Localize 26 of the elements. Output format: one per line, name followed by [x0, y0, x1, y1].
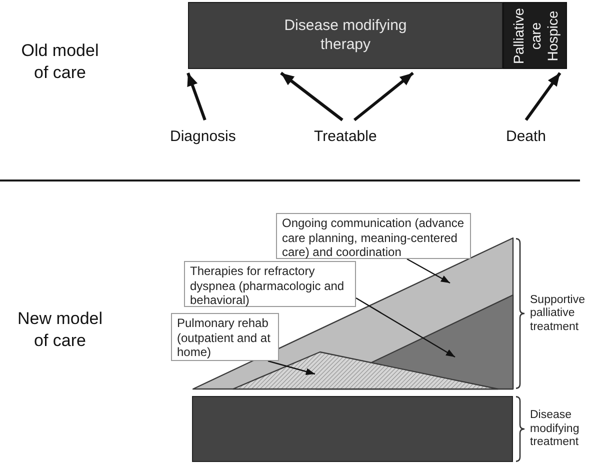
section-label: New model of care — [16, 308, 104, 352]
therapy-bar — [188, 2, 503, 69]
stage-label: Diagnosis — [170, 128, 236, 146]
hospice-bar — [503, 2, 567, 69]
section-label: Old model of care — [20, 40, 100, 84]
stage-label: Treatable — [314, 128, 377, 146]
treatment-bar — [192, 396, 513, 462]
bar-text: Hospice — [544, 10, 560, 61]
brace-label: Supportive palliative treatment — [530, 293, 586, 334]
hatched-triangle — [233, 352, 498, 389]
stage-label: Death — [506, 128, 546, 146]
callout-text: Ongoing communication (advance care planning, meaning-centered care) and coordination — [282, 216, 465, 260]
bar-text: Palliative care — [510, 6, 544, 66]
bar-text: Disease modifying therapy — [283, 16, 408, 54]
arrow — [353, 72, 414, 122]
arrow — [524, 72, 562, 121]
arrow — [280, 72, 344, 122]
arrow — [406, 258, 450, 284]
callout-text: Pulmonary rehab (outpatient and at home) — [177, 316, 272, 360]
arrow — [186, 72, 206, 121]
arrow — [356, 297, 456, 358]
brace-label: Disease modifying treatment — [530, 408, 580, 450]
arrow — [268, 360, 316, 375]
callout-box — [184, 261, 356, 307]
callout-box — [171, 313, 279, 361]
callout-text: Therapies for refractory dyspnea (pharmacologic and behavioral) — [190, 264, 346, 308]
